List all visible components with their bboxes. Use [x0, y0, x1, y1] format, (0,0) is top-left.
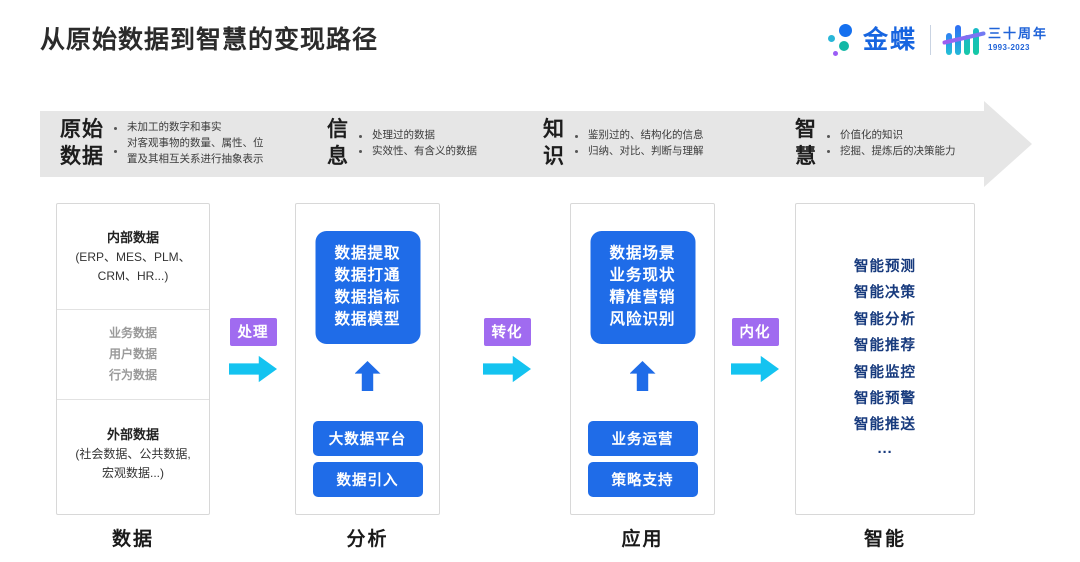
anniversary-mark-icon — [942, 23, 986, 57]
banner-stage-knowledge: 知 识 鉴别过的、结构化的信息 归纳、对比、判断与理解 — [543, 101, 704, 187]
application-strategy-button[interactable]: 策略支持 — [587, 462, 698, 497]
footer-label-analysis: 分析 — [346, 529, 389, 550]
data-type-item: 行为数据 — [108, 367, 157, 382]
connector-label: 转化 — [483, 318, 531, 346]
connector-label: 处理 — [229, 318, 277, 346]
analysis-ingest-button[interactable]: 数据引入 — [312, 462, 423, 497]
list-item: 智能预测 — [854, 259, 916, 275]
data-types-section: 业务数据 用户数据 行为数据 — [57, 310, 209, 399]
stage-bullet: 对客观事物的数量、属性、位 置及其相互关系进行抽象表示 — [114, 136, 264, 168]
external-data-sub: (社会数据、公共数据, 宏观数据...) — [75, 446, 191, 480]
section-divider — [57, 308, 209, 310]
intelligence-list: 智能预测 智能决策 智能分析 智能推荐 智能监控 智能预警 智能推送 ··· — [796, 254, 974, 467]
footer-label-data: 数据 — [111, 529, 154, 550]
bullet-dot-icon — [575, 150, 578, 154]
application-operation-button[interactable]: 业务运营 — [587, 421, 698, 456]
bullet-dot-icon — [827, 134, 830, 138]
connector-transformation: 转化 — [477, 318, 537, 383]
right-arrow-icon — [731, 355, 779, 383]
stage-bullet: 挖掘、提炼后的决策能力 — [827, 144, 956, 160]
footer-label-application: 应用 — [621, 529, 664, 550]
ellipsis-label: ··· — [877, 443, 893, 461]
kingdee-dots-icon — [825, 22, 859, 58]
internal-data-sub: (ERP、MES、PLM、 CRM、HR...) — [75, 250, 191, 284]
internal-data-section: 内部数据 (ERP、MES、PLM、 CRM、HR...) — [57, 204, 209, 309]
page-title: 从原始数据到智慧的变现路径 — [40, 26, 379, 54]
list-item: 智能推送 — [854, 417, 916, 434]
anniversary-badge: 三十周年 1993-2023 — [942, 23, 1048, 57]
internal-data-title: 内部数据 — [106, 230, 159, 245]
application-capability-box: 数据场景 业务现状 精准营销 风险识别 — [590, 231, 695, 344]
banner-stage-information: 信 息 处理过的数据 实效性、有含义的数据 — [327, 101, 477, 187]
list-item: 智能分析 — [854, 311, 916, 328]
column-data: 内部数据 (ERP、MES、PLM、 CRM、HR...) 业务数据 用户数据 … — [56, 203, 210, 515]
banner-stage-wisdom: 智 慧 价值化的知识 挖掘、提炼后的决策能力 — [795, 101, 956, 187]
data-type-item: 用户数据 — [108, 346, 157, 361]
brand-divider — [929, 25, 931, 55]
list-item: 智能推荐 — [854, 338, 916, 355]
connector-label: 内化 — [731, 318, 779, 346]
bullet-dot-icon — [827, 150, 830, 154]
stage-bullet: 实效性、有含义的数据 — [359, 144, 477, 160]
bullet-dot-icon — [575, 134, 578, 138]
analysis-capability-box: 数据提取 数据打通 数据指标 数据模型 — [315, 231, 420, 344]
stage-banner: 原始 数据 未加工的数字和事实 对客观事物的数量、属性、位 置及其相互关系进行抽… — [40, 101, 1032, 187]
stage-title: 知 识 — [543, 118, 565, 168]
external-data-title: 外部数据 — [106, 426, 159, 442]
analysis-platform-button[interactable]: 大数据平台 — [312, 421, 423, 456]
connector-internalization: 内化 — [725, 318, 785, 383]
stage-title: 原始 数据 — [60, 118, 104, 168]
bullet-dot-icon — [359, 134, 362, 138]
list-item: 智能决策 — [854, 285, 916, 302]
column-intelligence: 智能预测 智能决策 智能分析 智能推荐 智能监控 智能预警 智能推送 ··· — [795, 203, 975, 515]
banner-stage-raw-data: 原始 数据 未加工的数字和事实 对客观事物的数量、属性、位 置及其相互关系进行抽… — [60, 101, 264, 187]
list-item: 智能预警 — [854, 390, 916, 407]
column-analysis: 数据提取 数据打通 数据指标 数据模型 大数据平台 数据引入 — [295, 203, 440, 515]
list-item: 智能监控 — [854, 364, 916, 381]
footer-label-intelligence: 智能 — [863, 529, 906, 550]
bullet-dot-icon — [359, 150, 362, 154]
connector-processing: 处理 — [223, 318, 283, 383]
column-application: 数据场景 业务现状 精准营销 风险识别 业务运营 策略支持 — [570, 203, 715, 515]
up-arrow-icon — [354, 361, 381, 391]
brand-name: 金蝶 — [862, 25, 917, 54]
right-arrow-icon — [229, 355, 277, 383]
up-arrow-icon — [629, 361, 656, 391]
stage-title: 智 慧 — [795, 118, 817, 168]
stage-bullet: 归纳、对比、判断与理解 — [575, 144, 704, 160]
stage-bullet: 未加工的数字和事实 — [114, 120, 264, 136]
anniversary-years: 1993-2023 — [987, 42, 1030, 52]
stage-bullet: 处理过的数据 — [359, 128, 477, 144]
section-divider — [57, 398, 209, 400]
stage-title: 信 息 — [327, 118, 349, 168]
brand-logo: 金蝶 三十周年 1993-2023 — [825, 18, 1048, 62]
anniversary-label: 三十周年 — [987, 26, 1048, 42]
right-arrow-icon — [483, 355, 531, 383]
external-data-section: 外部数据 (社会数据、公共数据, 宏观数据...) — [57, 400, 209, 484]
bullet-dot-icon — [114, 126, 117, 130]
data-type-item: 业务数据 — [108, 325, 157, 340]
bullet-dot-icon — [114, 150, 117, 154]
stage-bullet: 价值化的知识 — [827, 128, 956, 144]
stage-bullet: 鉴别过的、结构化的信息 — [575, 128, 704, 144]
